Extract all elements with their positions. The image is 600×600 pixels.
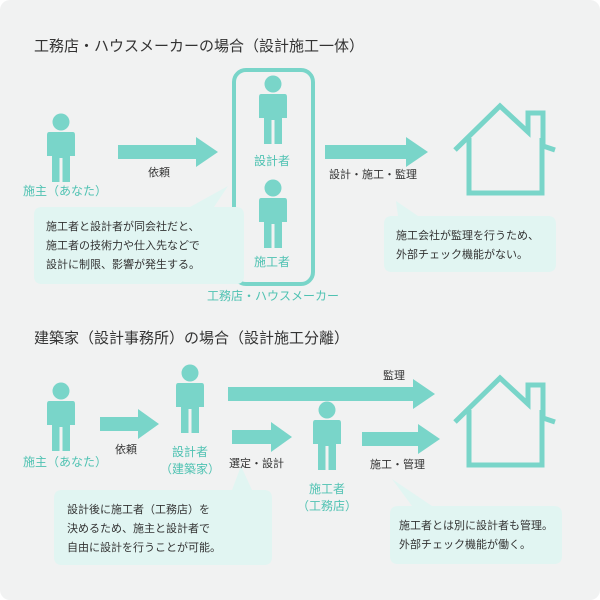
flow-arrow-icon-1	[325, 137, 428, 167]
note-bubble-left-2	[54, 466, 272, 565]
select-label: 選定・設計	[229, 457, 284, 470]
company-frame	[232, 68, 315, 286]
designer-person-icon-1	[259, 75, 287, 144]
client-person-icon-2	[47, 382, 75, 451]
designer-label-1: 設計者	[254, 154, 291, 168]
builder-label-2: 施工者 （工務店）	[297, 481, 357, 515]
note-right-2-line: 外部チェック機能が働く。	[399, 538, 531, 551]
company-label: 工務店・ハウスメーカー	[207, 289, 340, 303]
designer-person-icon-2	[176, 364, 204, 433]
request-arrow-icon-2	[100, 409, 159, 439]
note-bubble-right-2	[390, 479, 562, 564]
note-right-1: 施工会社が監理を行うため、 外部チェック機能がない。	[396, 226, 539, 264]
builder-label-2-name: 施工者	[308, 482, 345, 496]
designer-label-2-role: （建築家）	[160, 462, 221, 476]
select-arrow-icon	[232, 422, 292, 452]
note-left-1-line: 施工者と設計者が同会社だと、	[46, 220, 200, 233]
request-label-1: 依頼	[148, 166, 170, 179]
builder-person-icon-2	[313, 401, 341, 470]
note-right-2: 施工者とは別に設計者も管理。 外部チェック機能が働く。	[399, 516, 553, 554]
client-label-1: 施主（あなた）	[23, 184, 108, 198]
note-left-1-line: 施工者の技術力や仕入先などで	[46, 239, 200, 252]
note-left-2: 設計後に施工者（工務店）を 決めるため、施主と設計者で 自由に設計を行うことが可…	[67, 500, 221, 557]
flow-label-1: 設計・施工・監理	[329, 168, 417, 181]
designer-label-2-name: 設計者	[171, 445, 208, 459]
house-icon-1	[453, 102, 556, 196]
section1-title: 工務店・ハウスメーカーの場合（設計施工一体）	[34, 37, 365, 55]
build-label: 施工・管理	[370, 458, 425, 471]
builder-label-1: 施工者	[254, 255, 291, 269]
note-right-1-line: 外部チェック機能がない。	[396, 248, 528, 261]
note-bubble-left-1	[34, 186, 244, 284]
note-right-1-line: 施工会社が監理を行うため、	[396, 229, 539, 242]
supervise-arrow-icon	[228, 379, 435, 409]
builder-label-2-role: （工務店）	[297, 499, 358, 513]
designer-label-2: 設計者 （建築家）	[160, 444, 220, 478]
note-right-2-line: 施工者とは別に設計者も管理。	[399, 519, 553, 532]
note-left-1: 施工者と設計者が同会社だと、 施工者の技術力や仕入先などで 設計に制限、影響が発…	[46, 217, 200, 274]
note-bubble-right-1	[384, 201, 556, 272]
client-person-icon-1	[47, 113, 75, 182]
request-label-2: 依頼	[115, 443, 137, 456]
note-left-2-line: 設計後に施工者（工務店）を	[67, 503, 210, 516]
request-arrow-icon-1	[118, 137, 218, 167]
house-icon-2	[453, 374, 556, 468]
build-arrow-icon	[362, 424, 440, 454]
builder-person-icon-1	[259, 179, 287, 248]
note-left-2-line: 決めるため、施主と設計者で	[67, 522, 210, 535]
note-left-1-line: 設計に制限、影響が発生する。	[46, 258, 200, 271]
supervise-label: 監理	[383, 369, 405, 382]
client-label-2: 施主（あなた）	[23, 455, 108, 469]
section2-title: 建築家（設計事務所）の場合（設計施工分離）	[34, 329, 350, 347]
note-left-2-line: 自由に設計を行うことが可能。	[67, 541, 221, 554]
